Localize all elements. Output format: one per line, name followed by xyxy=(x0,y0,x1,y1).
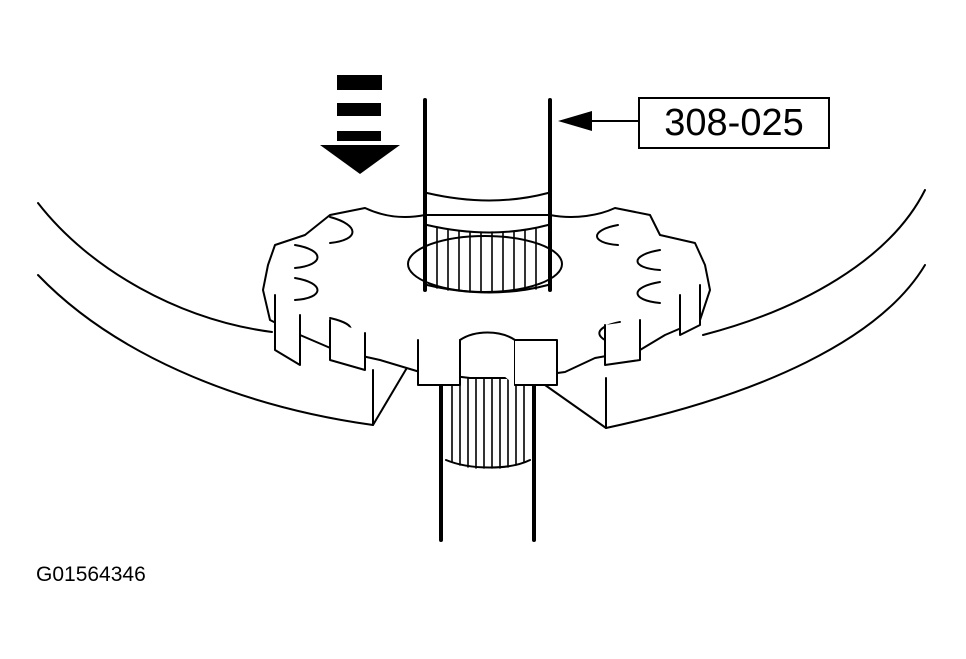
splined-shaft xyxy=(439,371,536,542)
housing-plate xyxy=(37,189,926,429)
force-arrow-down-icon xyxy=(320,75,400,174)
figure-id-label: G01564346 xyxy=(36,563,146,586)
gear xyxy=(262,207,711,386)
special-tool-shaft xyxy=(423,98,552,294)
callout-leader-arrow-icon xyxy=(558,111,639,131)
tool-number-callout: 308-025 xyxy=(638,97,830,149)
